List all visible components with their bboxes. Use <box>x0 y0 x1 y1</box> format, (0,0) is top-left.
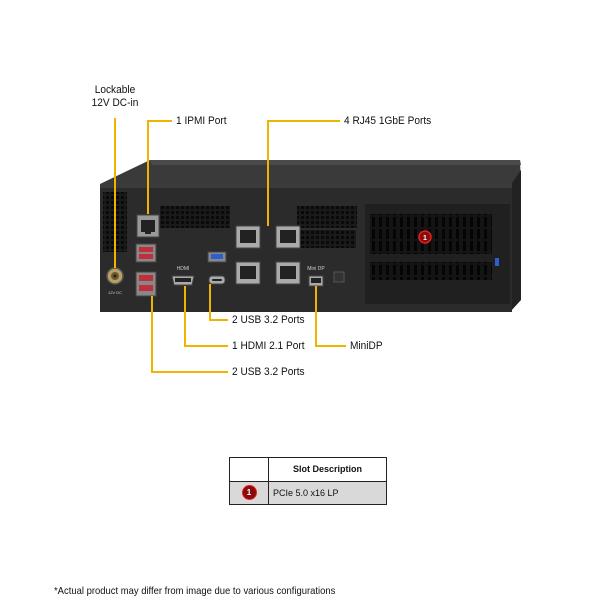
minidp-port: Mini DP <box>307 266 325 287</box>
chassis-top <box>100 160 521 186</box>
ipmi-label: 1 IPMI Port <box>176 115 227 127</box>
hdmi-label: 1 HDMI 2.1 Port <box>232 340 305 352</box>
dc-in-label: Lockable 12V DC-in <box>91 84 139 109</box>
callout-lines <box>114 118 346 373</box>
usb-blue-port <box>207 251 227 263</box>
rj45-leader <box>267 120 340 226</box>
svg-text:12V DC: 12V DC <box>108 290 122 295</box>
pcie-slot <box>365 204 510 304</box>
usb-top-label: 2 USB 3.2 Ports <box>232 314 305 326</box>
usb-bottom-label: 2 USB 3.2 Ports <box>232 366 305 378</box>
rj45-port <box>235 261 261 285</box>
usb-c-port <box>208 275 226 285</box>
usb-top-leader <box>209 284 228 321</box>
rj45-port <box>275 261 301 285</box>
chassis-side <box>510 170 521 312</box>
hdmi-port: HDMI <box>171 266 195 286</box>
usb-bottom-leader <box>151 296 228 373</box>
footnote: *Actual product may differ from image du… <box>54 585 336 597</box>
table-row: 1 PCIe 5.0 x16 LP <box>229 480 387 505</box>
slot-number-badge: 1 <box>241 485 257 501</box>
vent-mid <box>300 230 356 248</box>
table-header: Slot Description <box>268 457 387 482</box>
rj45-port <box>275 225 301 249</box>
table-header-blank <box>229 457 269 482</box>
vent-top <box>160 206 230 228</box>
slot-description-table: Slot Description 1 PCIe 5.0 x16 LP <box>229 457 387 505</box>
minidp-label: MiniDP <box>350 340 383 352</box>
slot-1-badge: 1 <box>418 230 432 244</box>
ipmi-port <box>136 214 160 238</box>
usb-top-ports <box>135 243 157 263</box>
hdmi-leader <box>184 286 228 347</box>
usb-bottom-ports <box>135 271 157 297</box>
slot-description-cell: PCIe 5.0 x16 LP <box>268 480 387 505</box>
rj45-port <box>235 225 261 249</box>
reset-button <box>333 271 345 283</box>
minidp-leader <box>315 286 346 347</box>
svg-text:Mini DP: Mini DP <box>307 266 325 272</box>
rj45-ports <box>235 225 301 285</box>
svg-text:HDMI: HDMI <box>177 266 190 272</box>
ipmi-leader <box>147 120 172 214</box>
slot-number-cell: 1 <box>229 480 269 505</box>
vent-top-2 <box>297 206 357 228</box>
dc-in-connector: 12V DC <box>106 267 124 295</box>
rj45-label: 4 RJ45 1GbE Ports <box>344 115 432 127</box>
svg-text:1: 1 <box>423 235 427 242</box>
